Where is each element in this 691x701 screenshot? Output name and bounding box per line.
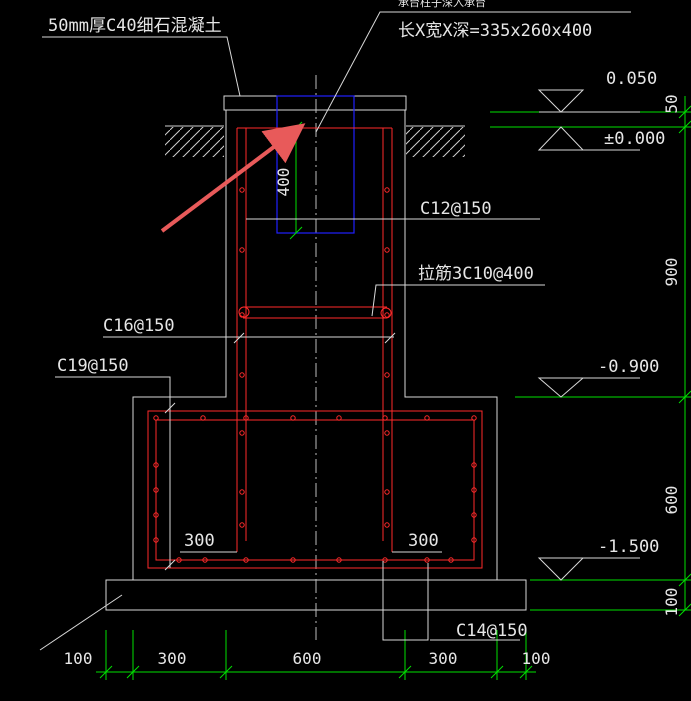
rebar-dot xyxy=(290,557,296,563)
depth-400-label: 400 xyxy=(274,168,293,197)
rebar-dot xyxy=(382,557,388,563)
bottom-dim-600: 600 xyxy=(293,649,322,668)
leader-lines xyxy=(39,11,631,651)
rebar-dot xyxy=(153,487,159,493)
rebar-tie-label: 拉筋3C10@400 xyxy=(418,264,534,284)
rebar-dot xyxy=(384,247,390,253)
rebar-dot xyxy=(424,415,430,421)
rebar-dot xyxy=(424,557,430,563)
bottom-dim-100-right: 100 xyxy=(522,649,551,668)
rebar-dot xyxy=(471,487,477,493)
slab-label: 50mm厚C40细石混凝土 xyxy=(48,16,222,36)
column-note-label: 承台柱子深入承台 xyxy=(398,0,486,9)
rebar-dot xyxy=(290,415,296,421)
rebar-dot xyxy=(471,415,477,421)
right-dim-600: 600 xyxy=(662,486,681,515)
rebar-dot xyxy=(202,557,208,563)
rebar-dot xyxy=(243,415,249,421)
rebar-dot xyxy=(384,312,390,318)
rebar-c14-label: C14@150 xyxy=(456,621,528,641)
rebar-dot xyxy=(384,187,390,193)
rebar-dot xyxy=(239,522,245,528)
rebar-dot xyxy=(153,537,159,543)
rebar-dot xyxy=(153,462,159,468)
rebar-dot xyxy=(384,522,390,528)
embedded-column xyxy=(276,95,355,234)
dimension-lines xyxy=(96,96,691,680)
rebar-dot xyxy=(239,247,245,253)
bottom-dim-300-right: 300 xyxy=(429,649,458,668)
ground-hatch xyxy=(165,125,465,157)
elevation-top: 0.050 xyxy=(606,69,657,89)
right-dim-900: 900 xyxy=(662,258,681,287)
rebar-dot xyxy=(448,557,454,563)
elevation-symbols xyxy=(537,89,640,581)
rebar-dot xyxy=(153,512,159,518)
rebar-dot xyxy=(384,372,390,378)
len-300-left-label: 300 xyxy=(184,531,215,551)
elevation-ground: ±0.000 xyxy=(604,129,665,149)
rebar-dot xyxy=(243,557,249,563)
elevation-mid: -0.900 xyxy=(598,357,659,377)
rebar-c19-label: C19@150 xyxy=(57,356,129,376)
right-dim-100: 100 xyxy=(662,588,681,617)
annotation-arrow xyxy=(160,123,306,233)
rebar-dots xyxy=(153,187,477,563)
rebar-c16-label: C16@150 xyxy=(103,316,175,336)
rebar-dot xyxy=(471,512,477,518)
rebar-dot xyxy=(239,430,245,436)
rebar-dot xyxy=(471,537,477,543)
bottom-dim-100-left: 100 xyxy=(64,649,93,668)
rebar-c12-label: C12@150 xyxy=(420,199,492,219)
rebar-dot xyxy=(336,557,342,563)
bottom-dim-300-left: 300 xyxy=(158,649,187,668)
rebar-dot xyxy=(239,187,245,193)
rebar-dot xyxy=(336,415,342,421)
right-dim-50: 50 xyxy=(662,94,681,113)
rebar-dot xyxy=(384,489,390,495)
rebar-dot xyxy=(471,462,477,468)
rebar-cage xyxy=(147,127,483,569)
rebar-dot xyxy=(239,372,245,378)
len-300-right-label: 300 xyxy=(408,531,439,551)
rebar-dot xyxy=(382,415,388,421)
rebar-tie-hooks xyxy=(238,306,392,319)
rebar-dot xyxy=(384,430,390,436)
rebar-dot xyxy=(239,312,245,318)
rebar-dot xyxy=(176,557,182,563)
column-size-label: 长X宽X深=335x260x400 xyxy=(398,21,592,41)
rebar-dot xyxy=(239,489,245,495)
rebar-dot xyxy=(153,415,159,421)
elevation-bottom: -1.500 xyxy=(598,537,659,557)
rebar-dot xyxy=(200,415,206,421)
